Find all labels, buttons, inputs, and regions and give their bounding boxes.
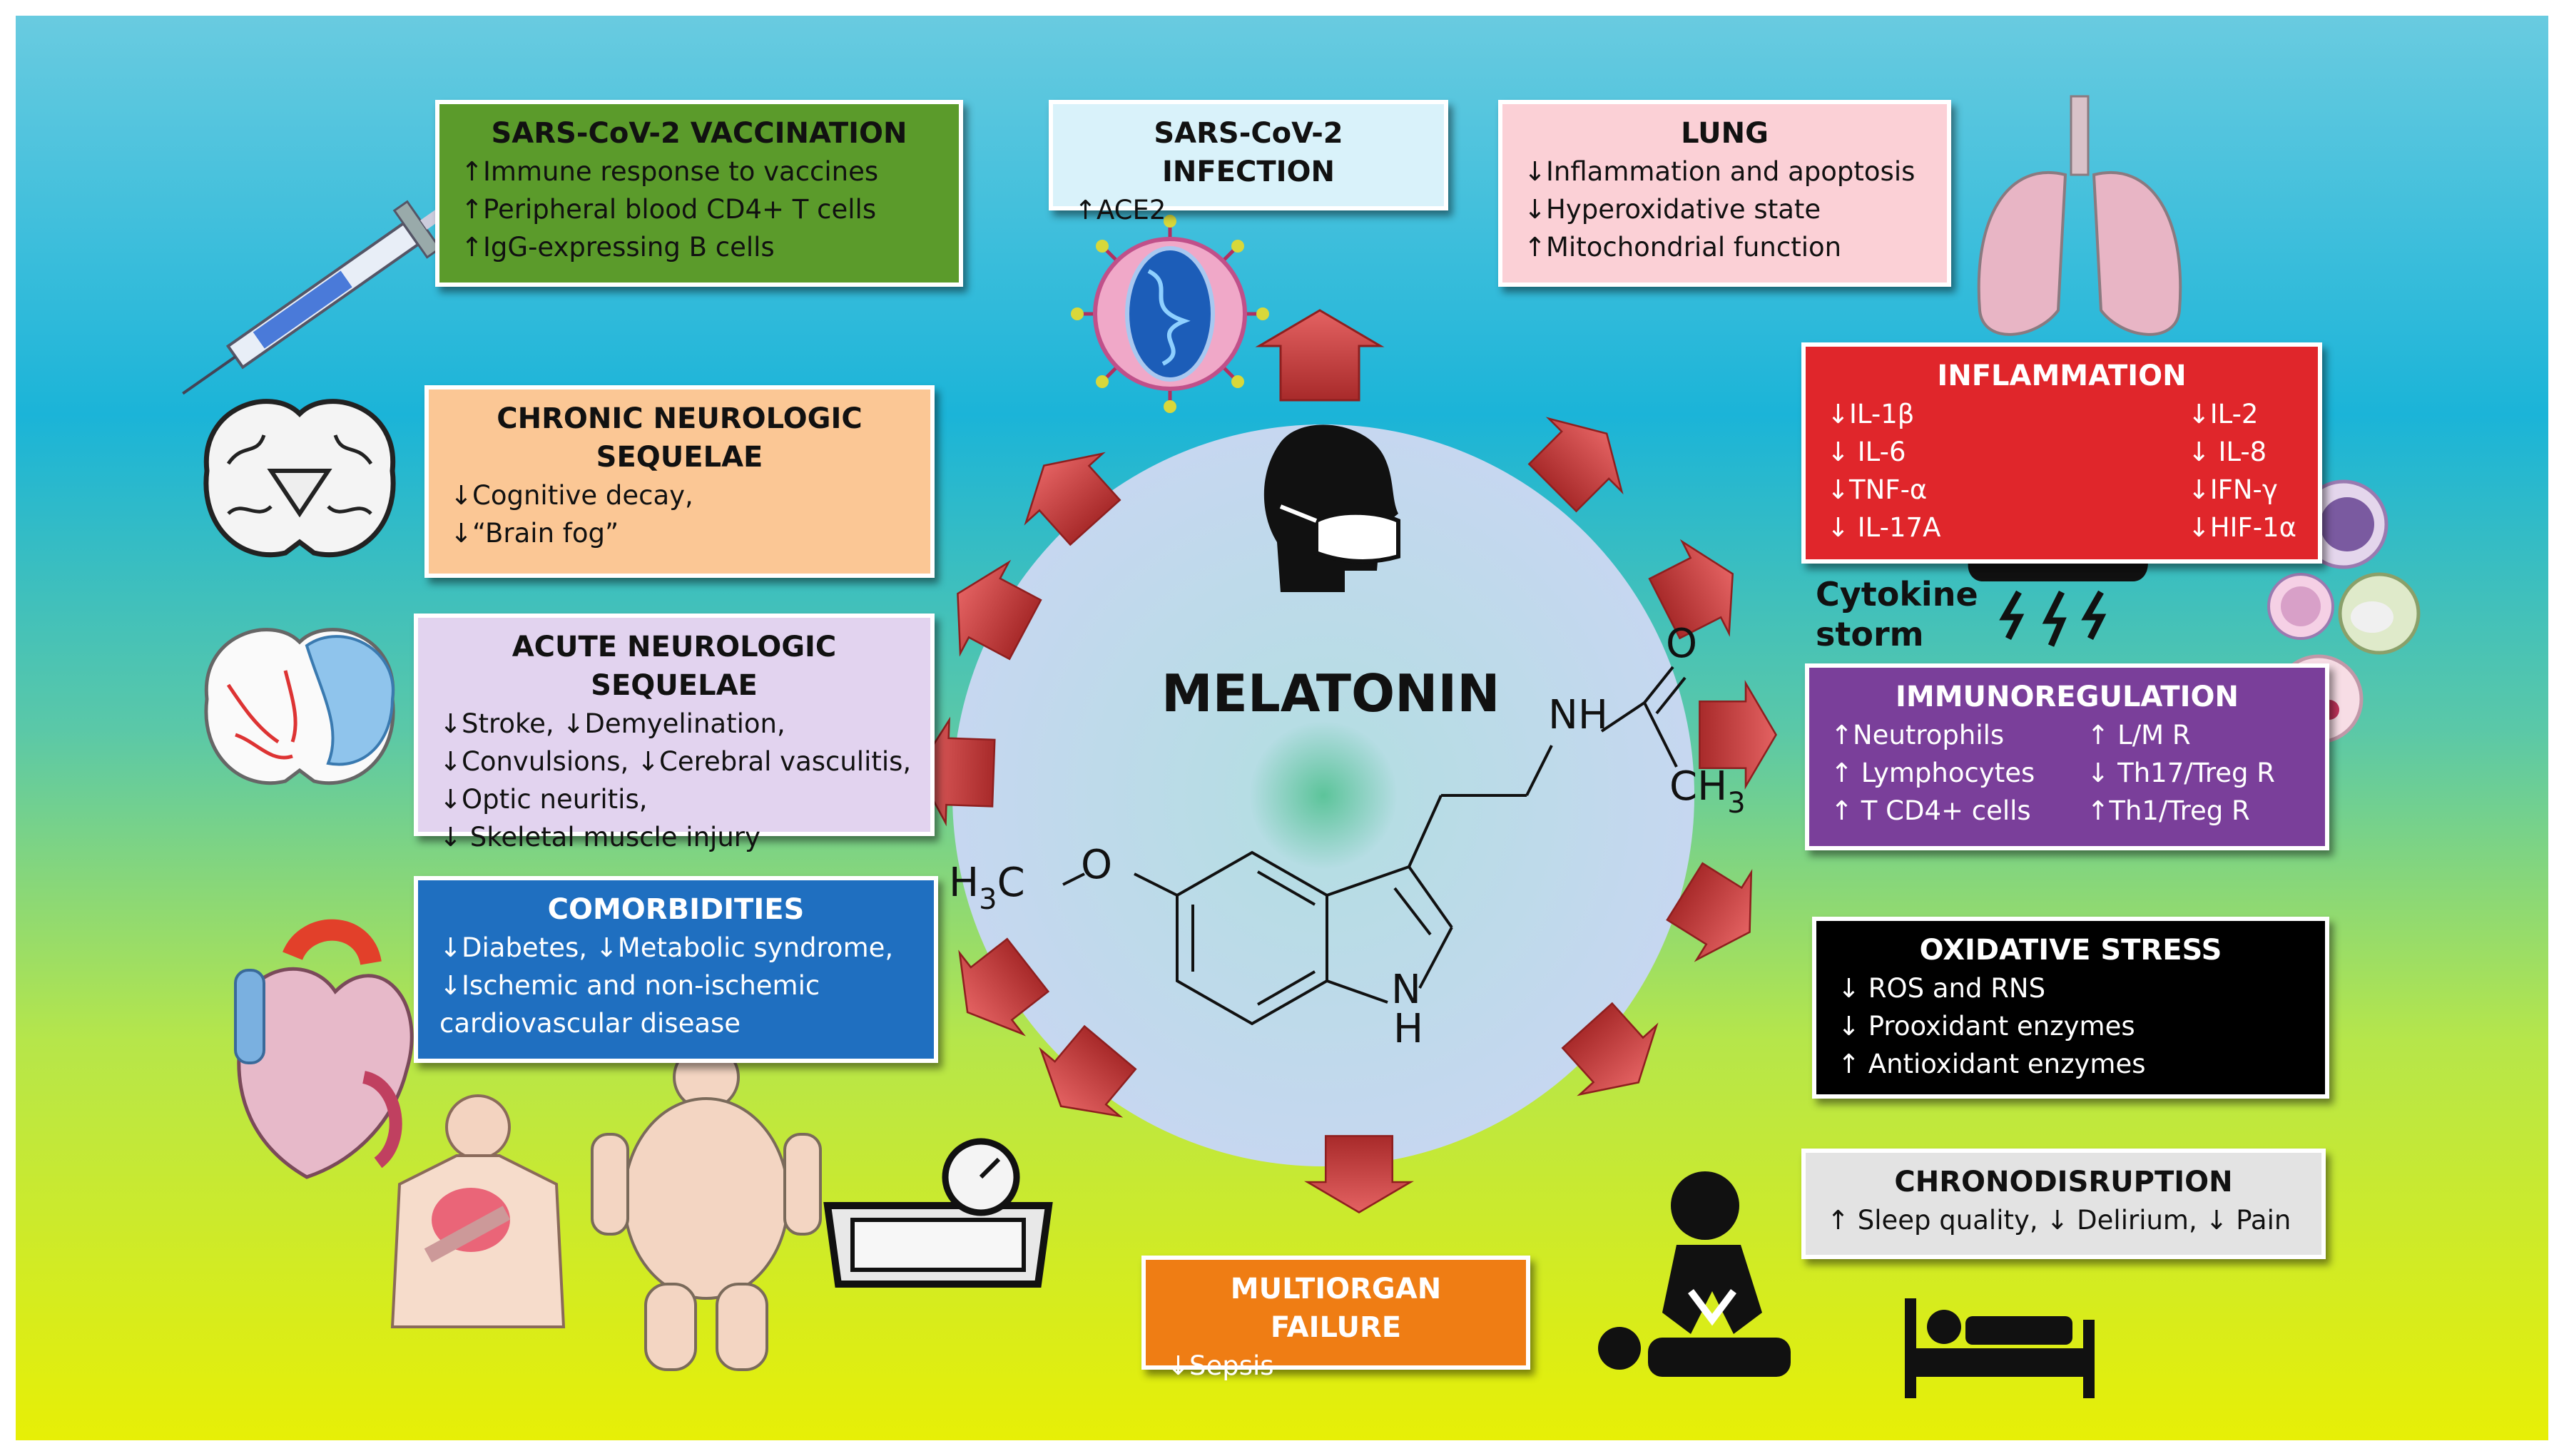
cytokine-storm-label: Cytokine storm [1816, 574, 1978, 654]
immuno-right-line: ↑ L/M R [2087, 720, 2191, 750]
acute-neuro-box: ACUTE NEUROLOGIC SEQUELAE ↓Stroke, ↓Demy… [414, 614, 935, 852]
cpr-icon [1598, 1171, 1791, 1377]
carbonyl-o: O [1666, 621, 1698, 667]
multiorgan-title: MULTIORGAN FAILURE [1230, 1273, 1442, 1344]
methoxy-c: C [997, 860, 1025, 906]
immuno-right-line: ↑Th1/Treg R [2087, 795, 2250, 826]
inflammation-right-line: ↓ IL-8 [2187, 437, 2267, 467]
arrow-lung [1527, 417, 1624, 513]
multiorgan-line: ↓Sepsis [1167, 1350, 1274, 1381]
vaccination-line: ↑IgG-expressing B cells [461, 232, 775, 263]
center-title: MELATONIN [1161, 663, 1500, 723]
inflammation-right-line: ↓HIF-1α [2187, 512, 2296, 543]
comorbidities-box: COMORBIDITIES ↓Diabetes, ↓Metabolic synd… [414, 876, 938, 1063]
chronic-neuro-line: ↓Cognitive decay, [450, 480, 693, 511]
chrono-box: CHRONODISRUPTION ↑ Sleep quality, ↓ Deli… [1801, 1149, 2326, 1259]
acute-neuro-line: ↓Optic neuritis, [439, 784, 648, 815]
inflammation-title: INFLAMMATION [1937, 360, 2187, 392]
chronic-neuro-line: ↓“Brain fog” [450, 518, 619, 549]
cytokine-storm-line1: Cytokine [1816, 575, 1978, 614]
infection-box: SARS-CoV-2 INFECTION ↑ACE2 [1049, 100, 1448, 225]
comorbidities-line: ↓Ischemic and non-ischemic [439, 970, 820, 1001]
multiorgan-box: MULTIORGAN FAILURE ↓Sepsis [1141, 1256, 1530, 1381]
immuno-left-line: ↑Neutrophils [1831, 720, 2005, 750]
arrow-immuno [1699, 680, 1777, 790]
center-circle [952, 424, 1694, 1166]
infection-line: ↑ACE2 [1074, 195, 1166, 225]
lung-line: ↓Hyperoxidative state [1524, 194, 1821, 225]
infection-title: SARS-CoV-2 INFECTION [1154, 117, 1343, 188]
arrow-vaccination [1024, 452, 1121, 546]
lungs-icon [1977, 95, 2182, 336]
ring-n: N [1391, 967, 1421, 1013]
arrows [916, 309, 1777, 1213]
vaccination-box: SARS-CoV-2 VACCINATION ↑Immune response … [435, 100, 963, 287]
melatonin-structure [1062, 666, 1687, 1026]
inflammation-left-line: ↓IL-1β [1827, 399, 1915, 429]
arrow-inflammation [1648, 539, 1734, 640]
oxidative-box: OXIDATIVE STRESS ↓ ROS and RNS ↓ Prooxid… [1812, 917, 2329, 1099]
arrow-infection [1255, 309, 1385, 402]
lung-line: ↑Mitochondrial function [1524, 232, 1842, 263]
brain-stroke-icon [204, 628, 395, 785]
ring-h: H [1393, 1006, 1424, 1052]
comorbidities-line: cardiovascular disease [439, 1008, 741, 1039]
inflammation-left-line: ↓TNF-α [1827, 474, 1928, 505]
chrono-line: ↑ Sleep quality, ↓ Delirium, ↓ Pain [1827, 1205, 2291, 1236]
lung-title: LUNG [1681, 117, 1769, 150]
oxidative-line: ↑ Antioxidant enzymes [1838, 1049, 2146, 1079]
methyl-group: CH3 [1669, 763, 1746, 820]
methyl-sub: 3 [1727, 787, 1746, 820]
inflammation-left-line: ↓ IL-6 [1827, 437, 1906, 467]
methoxy-sub: 3 [979, 883, 997, 916]
virus-icon [1071, 215, 1269, 413]
methoxy-h: H [949, 860, 980, 906]
arrow-comorbidities [958, 937, 1050, 1037]
vaccination-line: ↑Peripheral blood CD4+ T cells [461, 194, 877, 225]
methoxy-group: H3C [949, 860, 1025, 916]
chrono-title: CHRONODISRUPTION [1894, 1166, 2233, 1198]
oxidative-title: OXIDATIVE STRESS [1919, 934, 2222, 967]
inflammation-box: INFLAMMATION ↓IL-1β ↓ IL-6 ↓TNF-α ↓ IL-1… [1801, 342, 2322, 564]
inflammation-right-line: ↓IL-2 [2187, 399, 2259, 429]
immuno-left-line: ↑ T CD4+ cells [1831, 795, 2031, 826]
chronic-neuro-title: CHRONIC NEUROLOGIC [497, 402, 863, 435]
amide-nh: NH [1548, 692, 1608, 738]
arrow-scale [1039, 1024, 1137, 1118]
immuno-right-line: ↓ Th17/Treg R [2087, 758, 2275, 788]
chronic-neuro-title: SEQUELAE [596, 441, 763, 474]
heart-icon [234, 919, 414, 1179]
oxidative-line: ↓ ROS and RNS [1838, 973, 2046, 1004]
arrow-multiorgan [1304, 1135, 1414, 1213]
methyl-ch: CH [1669, 763, 1728, 810]
vaccination-title: SARS-CoV-2 VACCINATION [491, 117, 907, 150]
lung-line: ↓Inflammation and apoptosis [1524, 156, 1916, 187]
brain-icon [203, 399, 396, 558]
acute-neuro-line: ↓Stroke, ↓Demyelination, [439, 708, 785, 739]
acute-neuro-title: ACUTE NEUROLOGIC SEQUELAE [512, 631, 837, 702]
arrow-chronic [957, 559, 1042, 661]
immuno-left-line: ↑ Lymphocytes [1831, 758, 2035, 788]
chronic-neuro-box: CHRONIC NEUROLOGIC SEQUELAE ↓Cognitive d… [424, 385, 935, 578]
acute-neuro-line: ↓ Skeletal muscle injury [439, 822, 760, 852]
lung-box: LUNG ↓Inflammation and apoptosis ↓Hypero… [1498, 100, 1951, 287]
masked-person-icon [1263, 424, 1400, 592]
oxidative-line: ↓ Prooxidant enzymes [1838, 1011, 2135, 1042]
comorbidities-title: COMORBIDITIES [547, 893, 805, 926]
oxygen-left: O [1081, 842, 1113, 888]
weighing-scale-icon [823, 1138, 1053, 1288]
person-chest-icon [390, 1094, 566, 1328]
immunoregulation-box: IMMUNOREGULATION ↑Neutrophils ↑ Lymphocy… [1805, 663, 2329, 850]
inflammation-right-line: ↓IFN-γ [2187, 474, 2278, 505]
acute-neuro-line: ↓Convulsions, ↓Cerebral vasculitis, [439, 746, 912, 777]
arrow-chrono [1561, 1002, 1659, 1096]
arrow-oxidative [1666, 862, 1753, 962]
comorbidities-line: ↓Diabetes, ↓Metabolic syndrome, [439, 932, 894, 963]
obese-person-icon [591, 1044, 822, 1371]
cytokine-storm-line2: storm [1816, 615, 1924, 653]
vaccination-line: ↑Immune response to vaccines [461, 156, 879, 187]
immunoregulation-title: IMMUNOREGULATION [1896, 681, 2239, 713]
inflammation-left-line: ↓ IL-17A [1827, 512, 1941, 543]
